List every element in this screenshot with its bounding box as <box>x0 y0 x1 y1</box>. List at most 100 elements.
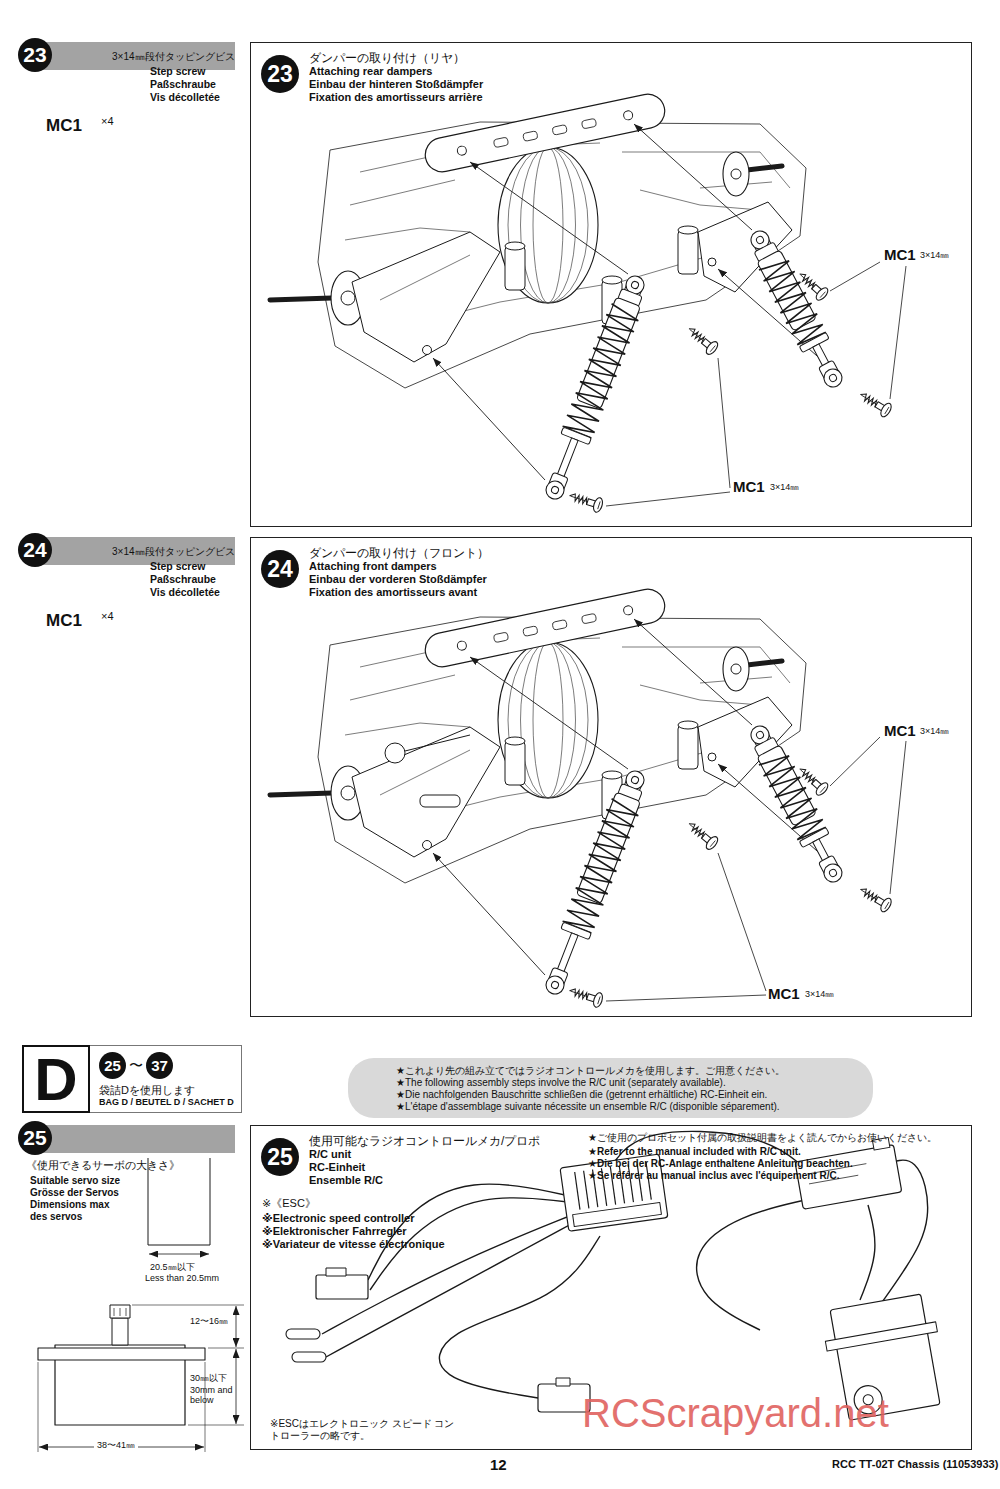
note-box: ★これより先の組み立てではラジオコントロールメカを使用します。ご用意ください。★… <box>348 1058 873 1118</box>
rc-unit-drawing <box>326 1268 346 1276</box>
receiver <box>807 1164 866 1174</box>
chassis-drawing <box>385 743 405 763</box>
step-screw <box>797 271 816 289</box>
step-screw <box>710 346 715 352</box>
rc-unit-drawing <box>316 1275 368 1299</box>
servo-size-figure <box>38 1362 39 1452</box>
note-text: ★Die nachfolgenden Bauschritte schließen… <box>396 1089 785 1101</box>
chassis-drawing <box>708 753 716 761</box>
leader-line <box>718 853 766 991</box>
chassis-drawing <box>723 152 749 196</box>
part-name: Vis décolletée <box>150 91 220 103</box>
step-screw <box>684 818 720 851</box>
wire <box>697 1200 805 1330</box>
step-title: R/C unit <box>309 1148 540 1161</box>
damper <box>557 438 578 478</box>
esc <box>584 1171 589 1209</box>
step-title: ダンパーの取り付け（フロント） <box>309 547 489 560</box>
part-code: MC1 <box>768 985 800 1002</box>
step-screw <box>687 326 706 344</box>
esc-note: ※Variateur de vitesse électronique <box>262 1238 445 1251</box>
step-screw <box>879 402 894 419</box>
step-title: Fixation des amortisseurs arrière <box>309 91 483 104</box>
damper-stay <box>493 632 508 643</box>
step-screw <box>568 492 588 505</box>
servo <box>862 1394 874 1406</box>
assembly-arrow <box>470 162 628 274</box>
part-code: MC1 <box>884 722 916 739</box>
damper <box>821 366 845 390</box>
chassis-drawing <box>318 617 806 883</box>
step-title: 使用可能なラジオコントロールメカ/プロポ <box>309 1135 540 1148</box>
part-name: 3×14㎜段付タッピングビス <box>112 51 235 63</box>
damper <box>758 751 827 842</box>
damper-stay <box>422 586 668 670</box>
esc <box>573 1202 662 1226</box>
damper-stay <box>581 118 596 129</box>
note-text: ★The following assembly steps involve th… <box>396 1077 785 1089</box>
part-code: MC1 <box>733 478 765 495</box>
esc <box>628 1164 633 1202</box>
dimension: 20.5㎜以下 <box>150 1262 195 1272</box>
chassis-drawing <box>318 122 806 388</box>
part-name: Vis décolletée <box>150 586 220 598</box>
chassis-drawing <box>505 246 525 290</box>
step-title: Fixation des amortisseurs avant <box>309 586 489 599</box>
quantity: ×4 <box>101 610 114 623</box>
part-code: MC1 <box>884 246 916 263</box>
note-text: ★L'étape d'assemblage suivante nécessite… <box>396 1101 785 1113</box>
receiver <box>872 1137 889 1150</box>
note-text: ★Die bei der RC-Anlage enthaltene Anleit… <box>588 1158 853 1170</box>
part-code: MC1 <box>46 611 82 631</box>
step-screw <box>567 984 604 1009</box>
chassis-drawing <box>270 793 332 795</box>
damper-stay <box>422 91 668 175</box>
step-number: 24 <box>261 550 299 588</box>
step-number: 24 <box>18 533 52 567</box>
damper <box>550 485 559 494</box>
step-screw <box>690 824 704 836</box>
chassis-drawing <box>423 346 432 355</box>
servo-size-figure <box>120 1308 121 1316</box>
size-heading: Dimensions max des servos <box>30 1199 125 1222</box>
dimension: 30mm and below <box>190 1385 236 1406</box>
page-number: 12 <box>490 1456 507 1473</box>
step-screw <box>795 268 830 302</box>
step-title: RC-Einheit <box>309 1161 540 1174</box>
esc-note: ※Elektronischer Fahrregler <box>262 1225 407 1238</box>
step-screw <box>592 497 604 514</box>
damper <box>543 973 566 996</box>
chassis-drawing <box>498 642 598 798</box>
servo-size-figure <box>236 1306 237 1347</box>
step-screw <box>684 323 720 356</box>
step-title: Attaching front dampers <box>309 560 489 573</box>
chassis-drawing <box>602 276 622 284</box>
esc <box>593 1169 598 1207</box>
footer-title: RCC TT-02T Chassis (11053933) <box>832 1458 998 1471</box>
damper-stay <box>552 125 567 136</box>
text-column: 袋詰Dを使用しますBAG D / BEUTEL D / SACHET D <box>99 1084 234 1108</box>
step-screw <box>814 286 830 303</box>
part-size: 3×14㎜ <box>920 726 949 736</box>
dimension: 12〜16㎜ <box>190 1316 228 1326</box>
dimension: Less than 20.5mm <box>145 1273 219 1283</box>
chassis-drawing <box>352 727 500 857</box>
step-header: 25 <box>22 1125 235 1153</box>
esc <box>560 1154 668 1231</box>
rc-unit-drawing <box>292 1352 326 1362</box>
text-column: ダンパーの取り付け（リヤ）Attaching rear dampersEinba… <box>309 52 483 104</box>
part-name: Step screw <box>150 560 205 572</box>
step-screw <box>814 781 830 798</box>
leader-line <box>890 741 906 894</box>
assembly-arrow <box>634 619 752 725</box>
leader-line <box>606 492 730 506</box>
servo-size-figure <box>112 1318 128 1345</box>
rc-unit-drawing <box>538 1384 590 1412</box>
size-heading: 《使用できるサーボの大きさ》 <box>26 1159 180 1171</box>
step-number: 25 <box>99 1052 126 1079</box>
step-number: 37 <box>146 1052 173 1079</box>
chassis-drawing <box>678 226 698 234</box>
chassis-drawing <box>423 841 432 850</box>
